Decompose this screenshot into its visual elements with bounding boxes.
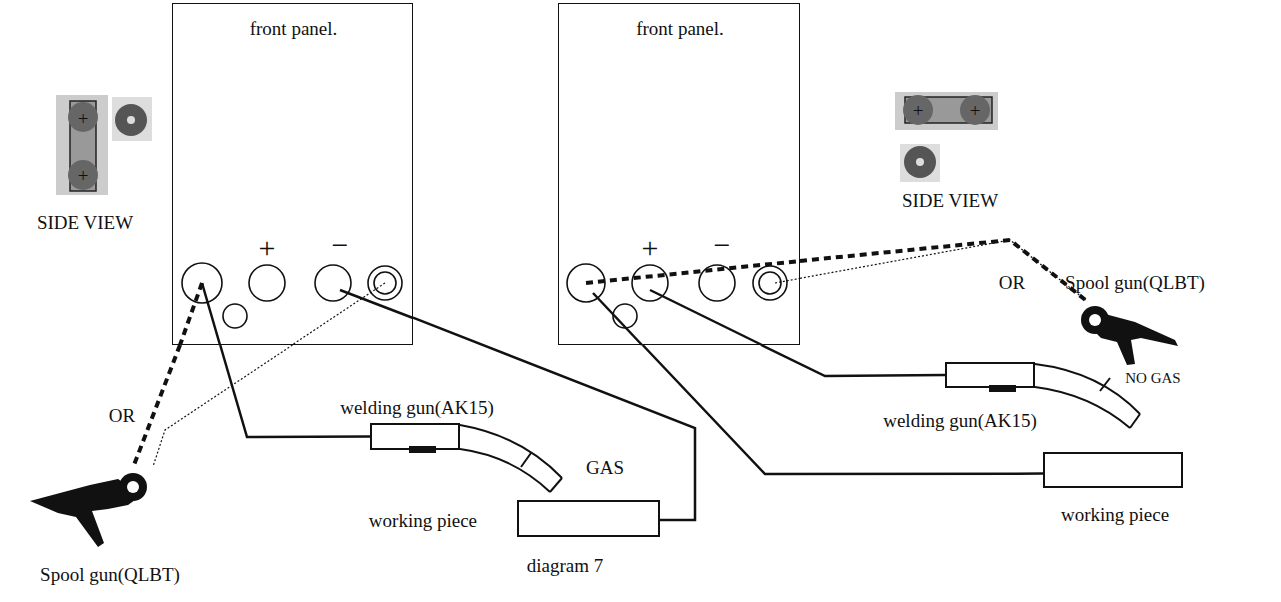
text-label: + bbox=[259, 233, 276, 263]
node-label: Spool gun(QLBT) bbox=[40, 564, 180, 586]
text-label: − bbox=[332, 230, 349, 260]
spool-gun: Spool gun(QLBT) bbox=[1075, 300, 1180, 365]
text-label: + bbox=[78, 166, 89, 185]
text-label: + bbox=[78, 109, 89, 128]
node-label: working piece bbox=[1061, 504, 1169, 526]
text-label: − bbox=[714, 230, 731, 260]
front-panel: front panel. bbox=[172, 3, 413, 345]
text-label: + bbox=[642, 233, 659, 263]
text-label: + bbox=[913, 101, 924, 120]
cable bbox=[643, 345, 1043, 474]
node-label: front panel. bbox=[250, 18, 338, 40]
text-label: NO GAS bbox=[1125, 371, 1180, 386]
cable bbox=[413, 318, 695, 520]
spool-gun-icon bbox=[30, 465, 160, 550]
spool-gun: Spool gun(QLBT) bbox=[30, 465, 160, 550]
node-label: front panel. bbox=[636, 18, 724, 40]
side-view-left bbox=[56, 95, 152, 195]
spool-gun-cable bbox=[134, 345, 180, 465]
component-box: working piece bbox=[1043, 452, 1183, 488]
side-view-right bbox=[895, 92, 998, 182]
text-label: GAS bbox=[586, 458, 624, 477]
spool-gun-cable bbox=[800, 240, 1086, 300]
text-label: SIDE VIEW bbox=[37, 213, 133, 232]
cable bbox=[220, 345, 370, 437]
component-box: working piece bbox=[517, 500, 660, 537]
text-label: diagram 7 bbox=[527, 556, 604, 575]
node-label: Spool gun(QLBT) bbox=[1065, 272, 1205, 294]
text-label: OR bbox=[109, 406, 135, 425]
text-label: + bbox=[970, 101, 981, 120]
cable bbox=[761, 345, 945, 376]
front-panel: front panel. bbox=[558, 3, 800, 345]
sockets bbox=[182, 263, 787, 328]
text-label: OR bbox=[999, 273, 1025, 292]
component-box: welding gun(AK15) bbox=[370, 423, 460, 450]
component-box: welding gun(AK15) bbox=[945, 362, 1035, 388]
node-label: welding gun(AK15) bbox=[883, 410, 1037, 432]
node-label: welding gun(AK15) bbox=[340, 397, 494, 419]
node-label: working piece bbox=[369, 510, 477, 532]
control-wire bbox=[800, 240, 1086, 300]
cable-stubs bbox=[180, 261, 800, 345]
text-label: SIDE VIEW bbox=[902, 191, 998, 210]
control-wire bbox=[154, 345, 293, 465]
spool-gun-icon bbox=[1075, 300, 1180, 365]
